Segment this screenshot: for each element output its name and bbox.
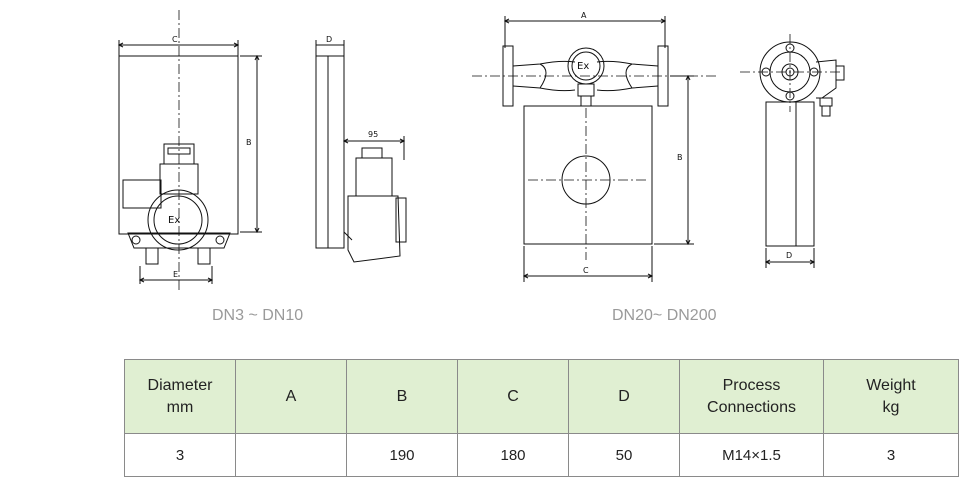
header-process-line1: Process: [722, 376, 781, 394]
cell-a: [235, 433, 347, 477]
dim-label-b-left: B: [246, 138, 252, 147]
technical-drawings: C B Ex E: [0, 0, 960, 340]
cell-c: 180: [457, 433, 569, 477]
dimensions-table: Diameter mm A B C D Process Connections …: [124, 359, 959, 477]
table-header-row: Diameter mm A B C D Process Connections …: [124, 359, 959, 434]
table-row: 3 190 180 50 M14×1.5 3: [124, 433, 959, 477]
cell-process: M14×1.5: [679, 433, 824, 477]
left-side-view: D 95: [316, 35, 406, 262]
header-diameter-line2: mm: [166, 398, 194, 416]
header-c: C: [457, 359, 569, 434]
caption-dn3-dn10: DN3 ~ DN10: [212, 307, 304, 324]
header-diameter-line1: Diameter: [147, 376, 213, 394]
ex-label-right: Ex: [577, 61, 589, 72]
left-front-view: C B Ex E: [119, 10, 262, 290]
header-d: D: [568, 359, 680, 434]
ex-label-left: Ex: [168, 215, 180, 226]
header-b: B: [346, 359, 458, 434]
dim-label-d-left: D: [326, 35, 332, 44]
cell-weight: 3: [823, 433, 959, 477]
dim-label-e-left: E: [173, 270, 178, 279]
header-weight: Weight kg: [823, 359, 959, 434]
dim-label-a-right: A: [581, 11, 587, 20]
cell-d: 50: [568, 433, 680, 477]
dim-label-d-right: D: [786, 251, 792, 260]
header-process-line2: Connections: [707, 398, 796, 416]
cell-diameter: 3: [124, 433, 236, 477]
cell-b: 190: [346, 433, 458, 477]
caption-dn20-dn200: DN20~ DN200: [612, 307, 717, 324]
header-weight-line1: Weight: [866, 376, 916, 394]
dim-label-c-left: C: [172, 35, 178, 44]
right-side-view: D: [740, 34, 844, 268]
dim-label-c-right: C: [583, 266, 589, 275]
header-diameter: Diameter mm: [124, 359, 236, 434]
header-weight-line2: kg: [882, 398, 900, 416]
right-front-view: A Ex B C: [472, 11, 716, 282]
header-a: A: [235, 359, 347, 434]
dim-label-95: 95: [368, 130, 378, 139]
dim-label-b-right: B: [677, 153, 683, 162]
header-process: Process Connections: [679, 359, 824, 434]
